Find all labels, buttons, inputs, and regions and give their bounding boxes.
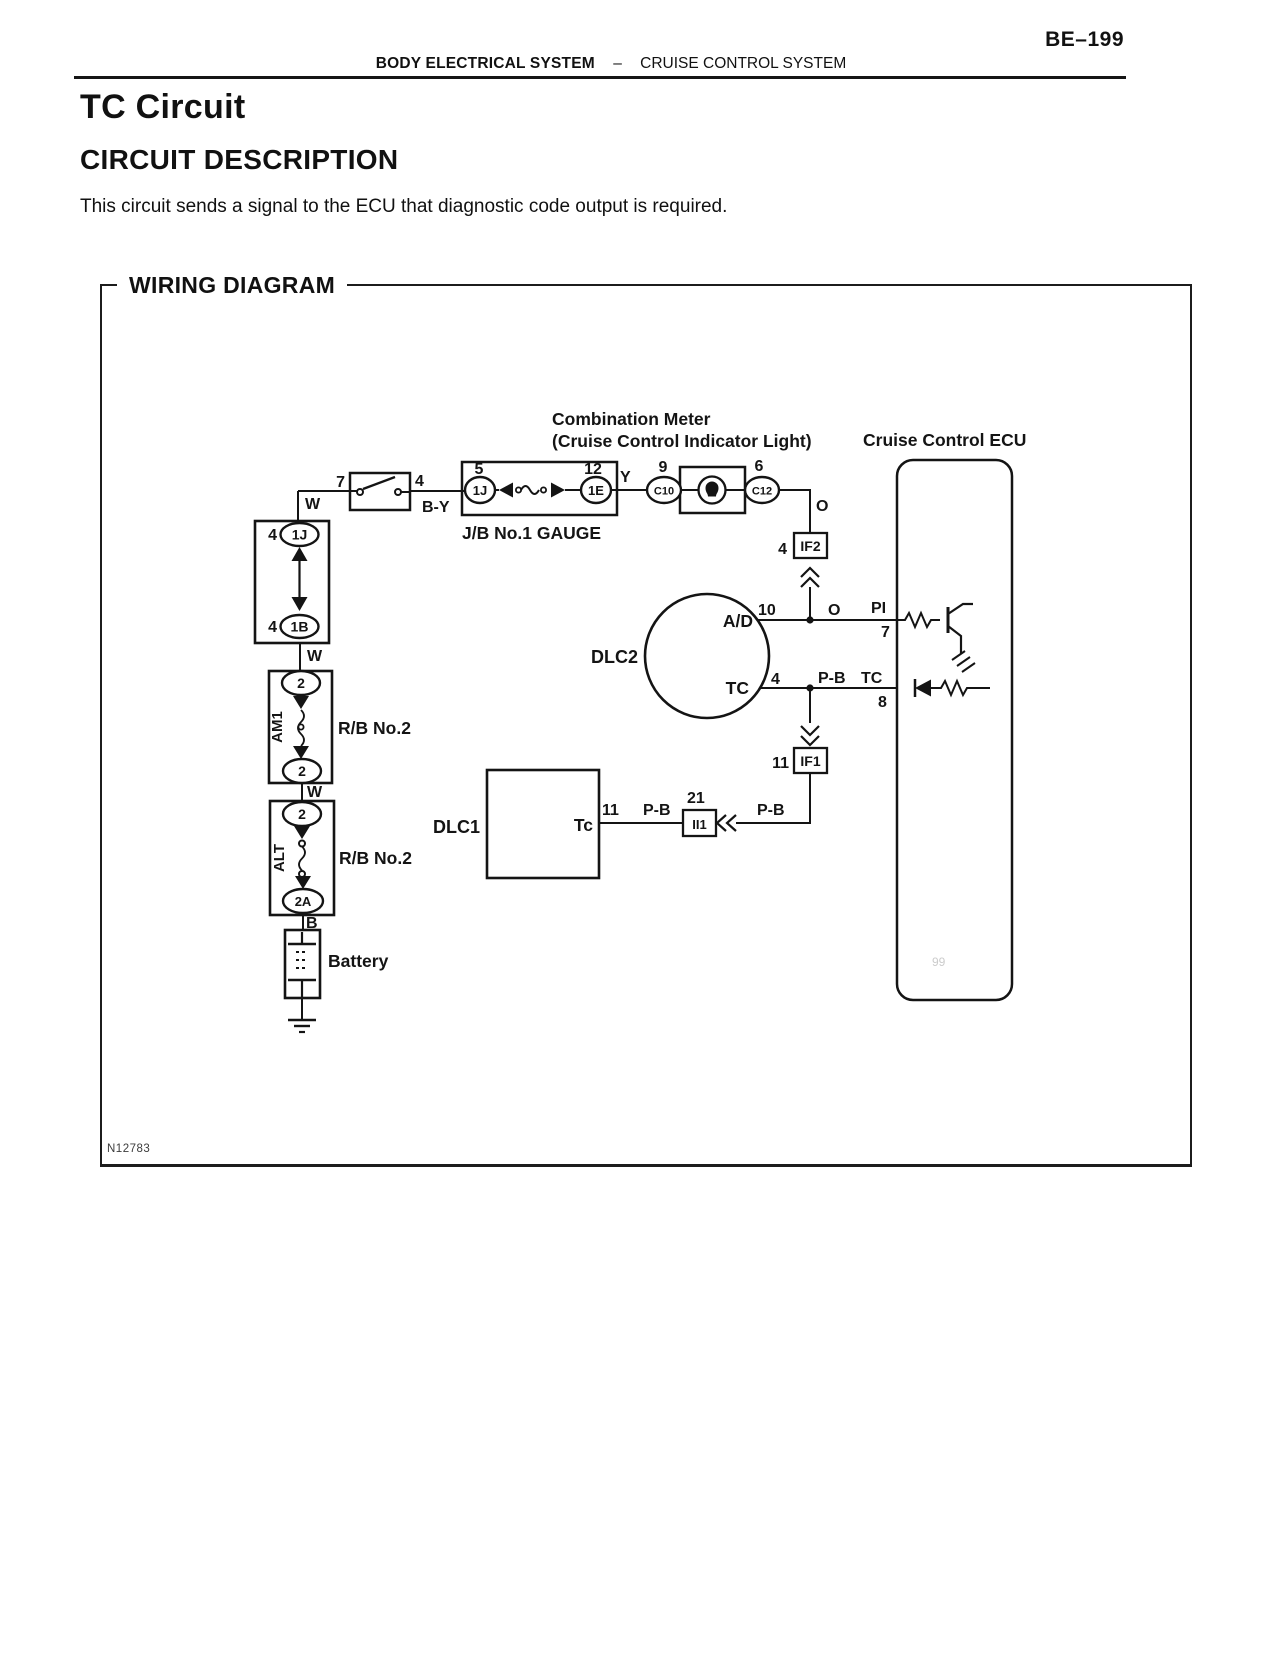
- ecu-terminal-pi: PI: [871, 600, 886, 617]
- switch-pin-7: 7: [336, 474, 345, 491]
- pass-through-arrows-icon: [291, 547, 308, 611]
- connector-ii1: II1: [692, 817, 706, 832]
- connector-am1-bottom: 2: [298, 763, 306, 779]
- ecu-label: Cruise Control ECU: [863, 430, 1026, 450]
- ii1-pin: 21: [687, 790, 705, 807]
- connector-am1-top: 2: [297, 675, 305, 691]
- ecu-pin-8: 8: [878, 694, 887, 711]
- page-number: BE–199: [1045, 28, 1124, 51]
- wire-color-o-ad: O: [828, 602, 840, 619]
- resistor-icon: [931, 678, 990, 698]
- indicator-bulb-icon: [697, 475, 727, 505]
- rb-no2-am1-label: R/B No.2: [338, 718, 411, 738]
- connector-col-1b: 1B: [291, 619, 309, 635]
- wire-color-pb-tc: P-B: [818, 670, 846, 687]
- switch-pin-4: 4: [415, 473, 424, 490]
- alt-label: ALT: [271, 844, 288, 872]
- wire-color-pb-left: P-B: [643, 802, 671, 819]
- combination-meter-sublabel: (Cruise Control Indicator Light): [552, 431, 812, 451]
- combination-meter-label: Combination Meter: [552, 409, 711, 429]
- dlc2-label: DLC2: [591, 647, 638, 667]
- ecu-box: [895, 458, 1014, 1002]
- connector-ii1-box: [681, 808, 718, 838]
- connector-alt-bottom: 2A: [295, 894, 312, 909]
- if1-pin: 11: [772, 755, 789, 772]
- c12-pin: 6: [755, 458, 764, 475]
- header-separator: –: [613, 55, 622, 72]
- rb-no2-alt-label: R/B No.2: [339, 848, 412, 868]
- wire-color-w-mid: W: [307, 648, 323, 665]
- connector-if1-box: [792, 746, 829, 775]
- am1-label: AM1: [269, 711, 286, 743]
- if2-pin: 4: [778, 541, 787, 558]
- connector-if1: IF1: [800, 753, 820, 769]
- junction-dot: [806, 616, 814, 624]
- chevron-left-icon: [715, 814, 737, 832]
- c10-pin: 9: [659, 459, 668, 476]
- chevron-down-icon: [800, 725, 820, 747]
- diode-icon: [913, 679, 931, 697]
- wiring-diagram-title: WIRING DIAGRAM: [117, 269, 348, 301]
- dlc2-terminal-tc: TC: [726, 678, 750, 698]
- wire-color-by: B-Y: [422, 499, 450, 516]
- page-title: TC Circuit: [80, 88, 246, 126]
- resistor-icon: [897, 610, 940, 630]
- jb-1e-pin: 12: [584, 461, 602, 478]
- connector-if2-box: [792, 531, 829, 560]
- connector-c10: C10: [654, 486, 674, 498]
- ground-icon: [288, 1018, 316, 1034]
- switch-icon: [348, 471, 412, 512]
- junction-block-box: [253, 519, 331, 645]
- wire-color-w-low: W: [307, 784, 323, 801]
- wire-color-b: B: [306, 915, 318, 932]
- wire-color-w-top: W: [305, 496, 321, 513]
- col-bottom-pin: 4: [268, 619, 277, 636]
- connector-col-1j: 1J: [292, 527, 308, 543]
- wires: [297, 489, 897, 1020]
- fusible-link-icon: [495, 482, 581, 498]
- junction-dot: [806, 684, 814, 692]
- scan-artifact: 99: [932, 955, 946, 969]
- dlc1-box: [485, 768, 601, 880]
- wire-color-o-drop: O: [816, 498, 828, 515]
- wiring-diagram-canvas: Combination Meter (Cruise Control Indica…: [107, 409, 1026, 1155]
- connector-alt-top: 2: [298, 806, 306, 822]
- connector-1j: 1J: [473, 483, 487, 498]
- connector-if2: IF2: [800, 538, 820, 554]
- battery-label: Battery: [328, 951, 389, 971]
- fuse-icon: [293, 696, 309, 759]
- dlc1-label: DLC1: [433, 817, 480, 837]
- battery-icon: [288, 932, 316, 998]
- wiring-diagram-frame: WIRING DIAGRAM: [100, 269, 1192, 1167]
- dlc1-terminal-tc: Tc: [574, 815, 593, 835]
- chevron-up-icon: [800, 566, 820, 588]
- figure-code: N12783: [107, 1143, 150, 1155]
- fusible-link-icon: [294, 826, 311, 889]
- transistor-icon: [946, 602, 973, 654]
- wire-color-y: Y: [620, 469, 631, 486]
- dlc1-pin: 11: [602, 802, 619, 819]
- header-subsection: CRUISE CONTROL SYSTEM: [640, 55, 847, 72]
- ground-icon: [951, 650, 976, 673]
- circuit-description: This circuit sends a signal to the ECU t…: [80, 196, 728, 217]
- jb-no1-gauge-box: [460, 460, 619, 517]
- ecu-pin-7: 7: [881, 624, 890, 641]
- header-rule: [74, 76, 1126, 79]
- ecu-terminal-tc: TC: [861, 670, 883, 687]
- jb-gauge-label: J/B No.1 GAUGE: [462, 523, 601, 543]
- wire-color-pb-mid: P-B: [757, 802, 785, 819]
- dlc2-terminal-ad: A/D: [723, 611, 753, 631]
- dlc2-ad-pin: 10: [758, 602, 776, 619]
- dlc2-circle: [643, 592, 771, 720]
- connector-c12: C12: [752, 486, 772, 498]
- col-top-pin: 4: [268, 527, 277, 544]
- connector-ovals: [279, 475, 781, 915]
- header-section: BODY ELECTRICAL SYSTEM: [375, 55, 595, 72]
- connector-1e: 1E: [588, 483, 604, 498]
- jb-1j-pin: 5: [475, 461, 484, 478]
- section-heading: CIRCUIT DESCRIPTION: [80, 144, 399, 175]
- running-header: BODY ELECTRICAL SYSTEM – CRUISE CONTROL …: [0, 55, 1222, 73]
- dlc2-tc-pin: 4: [771, 671, 780, 688]
